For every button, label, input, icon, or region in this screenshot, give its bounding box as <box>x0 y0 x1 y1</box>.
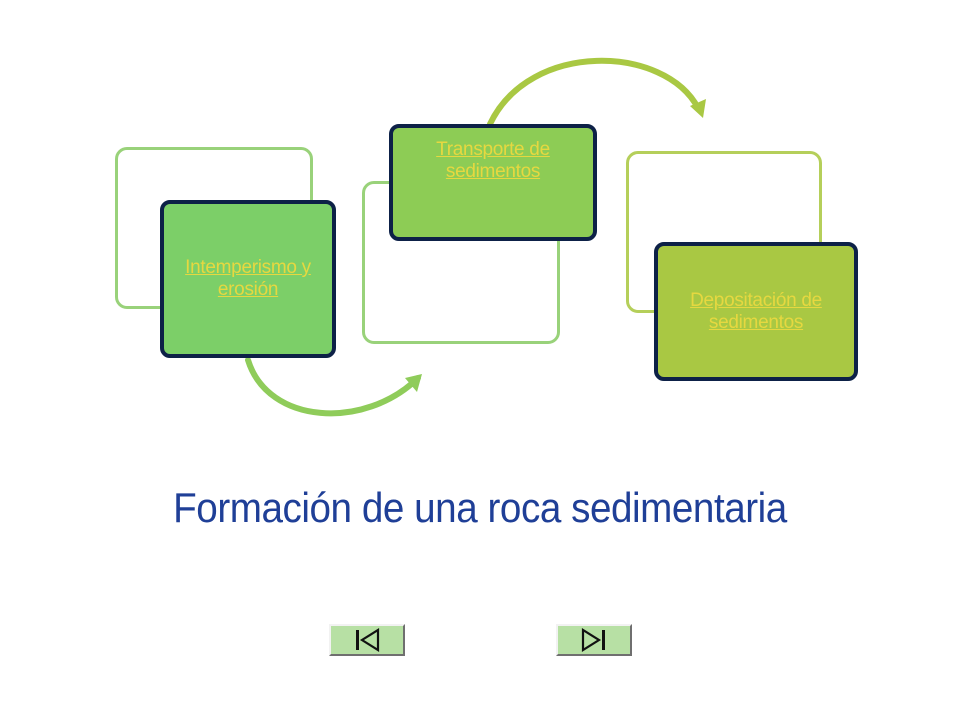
step-2-link[interactable]: Transporte de sedimentos <box>436 139 550 182</box>
page-title: Formación de una roca sedimentaria <box>173 484 787 531</box>
arrow-step2-to-step3-head <box>690 99 706 118</box>
step-transporte-sedimentos[interactable]: Transporte de sedimentos <box>389 124 597 241</box>
step-intemperismo-erosion[interactable]: Intemperismo y erosión <box>160 200 336 358</box>
skip-to-first-icon <box>356 628 380 652</box>
arrow-step1-to-step2-head <box>405 374 422 392</box>
step-1-link[interactable]: Intemperismo y erosión <box>185 257 311 300</box>
arrow-step1-to-step2 <box>245 357 421 417</box>
step-depositacion-sedimentos[interactable]: Depositación de sedimentos <box>654 242 858 381</box>
arrow-step2-to-step3 <box>487 57 701 127</box>
last-slide-button[interactable] <box>556 624 632 656</box>
step-3-link[interactable]: Depositación de sedimentos <box>690 289 822 333</box>
skip-to-last-icon <box>581 628 605 652</box>
first-slide-button[interactable] <box>329 624 405 656</box>
